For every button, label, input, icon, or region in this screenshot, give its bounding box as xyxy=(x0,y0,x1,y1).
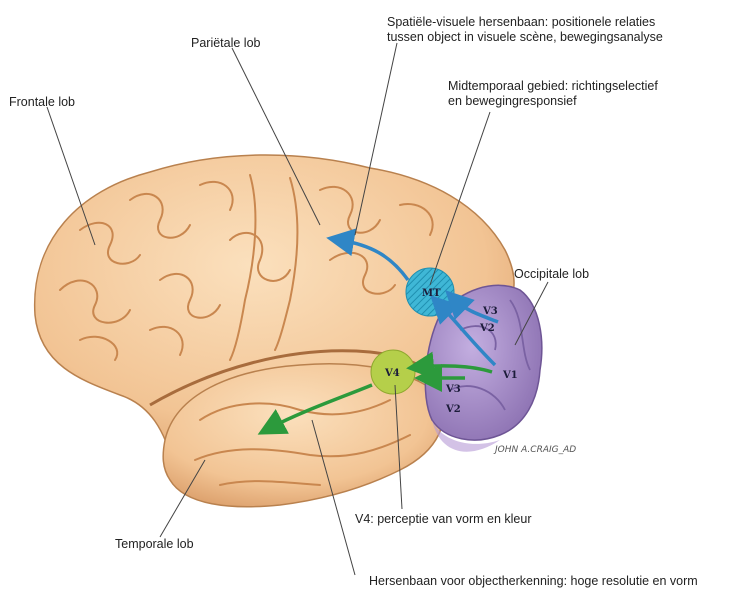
spatial-pathway-line2: tussen object in visuele scène, beweging… xyxy=(387,30,663,45)
parietal-lobe-label: Pariëtale lob xyxy=(191,36,261,51)
v4-label: V4 xyxy=(384,368,400,379)
artist-signature: JOHN A.CRAIG_AD xyxy=(493,445,576,455)
temporal-lobe-label: Temporale lob xyxy=(115,537,194,552)
object-pathway-label: Hersenbaan voor objectherkenning: hoge r… xyxy=(369,574,698,589)
v4-area-label: V4: perceptie van vorm en kleur xyxy=(355,512,531,527)
occipital-lobe-label: Occipitale lob xyxy=(514,267,589,282)
middle-temporal-line1: Midtemporaal gebied: richtingselectief xyxy=(448,79,658,94)
v3-upper-label: V3 xyxy=(482,306,498,317)
v2-lower-label: V2 xyxy=(445,404,461,415)
frontal-lobe-label: Frontale lob xyxy=(9,95,75,110)
middle-temporal-line2: en bewegingresponsief xyxy=(448,94,658,109)
v1-label: V1 xyxy=(502,370,518,381)
spatial-pathway-label: Spatiële-visuele hersenbaan: positionele… xyxy=(387,15,663,45)
mt-label: MT xyxy=(422,288,441,299)
middle-temporal-label: Midtemporaal gebied: richtingselectief e… xyxy=(448,79,658,109)
spatial-pathway-line1: Spatiële-visuele hersenbaan: positionele… xyxy=(387,15,663,30)
v2-upper-label: V2 xyxy=(479,323,495,334)
v3-lower-label: V3 xyxy=(445,384,461,395)
